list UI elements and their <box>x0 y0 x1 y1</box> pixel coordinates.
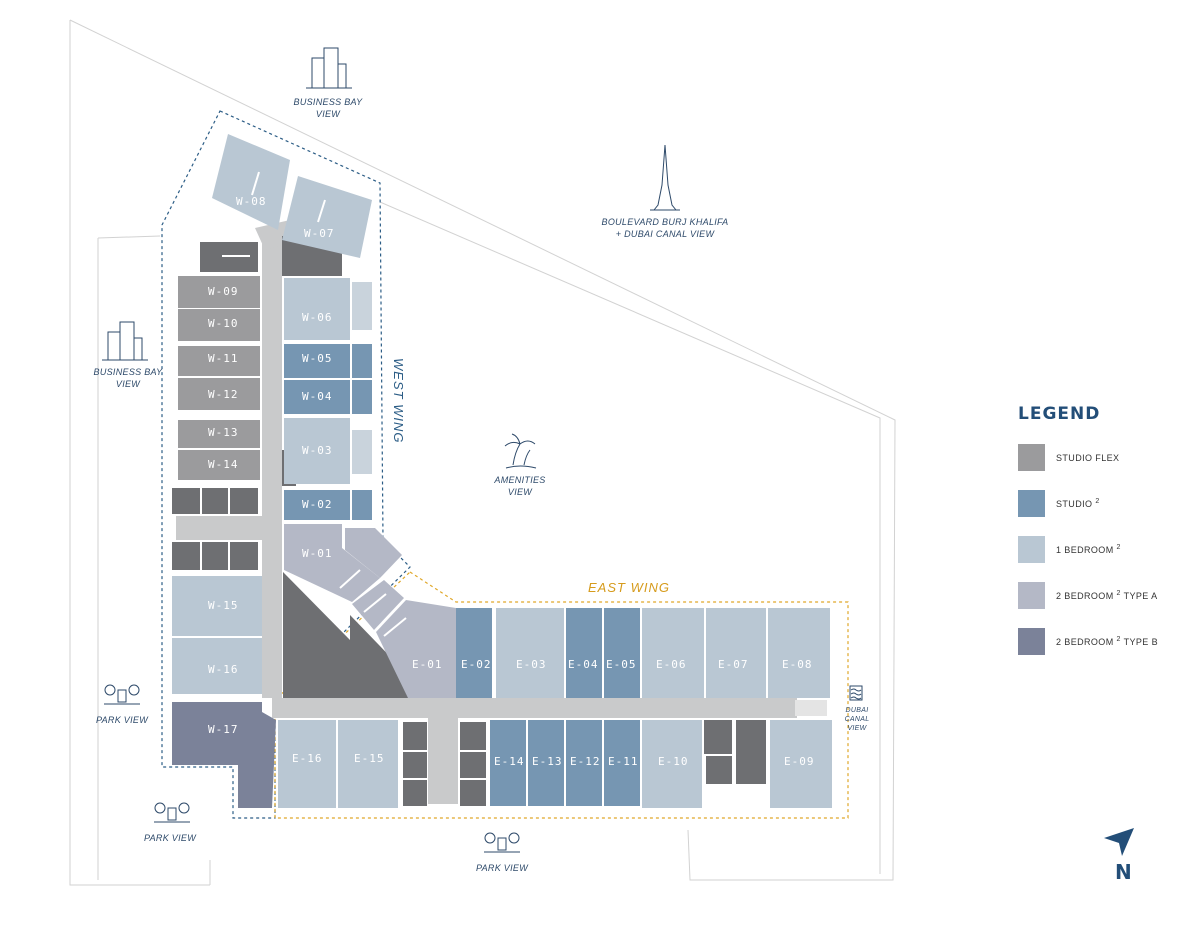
corridors <box>176 220 827 804</box>
canal-water-icon <box>849 685 863 701</box>
legend-label: STUDIO 2 <box>1056 498 1100 509</box>
legend-item: 2 BEDROOM 2 TYPE B <box>1018 628 1188 655</box>
legend-label-sup: 2 <box>1095 498 1100 505</box>
legend-label: 2 BEDROOM 2 TYPE B <box>1056 636 1158 647</box>
unit-e03: E-03 <box>516 658 547 671</box>
unit-e04: E-04 <box>568 658 599 671</box>
site-boundary <box>69 19 896 886</box>
legend-label-sup: 2 <box>1116 636 1121 643</box>
park-tree-icon-bottom <box>484 832 520 853</box>
legend-label-text: STUDIO FLEX <box>1056 452 1120 463</box>
unit-w12: W-12 <box>208 388 239 401</box>
unit-labels: W-08 W-07 W-09 W-10 W-11 W-12 W-13 W-14 … <box>208 195 815 768</box>
studio-flex-units <box>178 276 260 480</box>
service-cores <box>172 236 766 806</box>
unit-w16: W-16 <box>208 663 239 676</box>
unit-e06: E-06 <box>656 658 687 671</box>
park-view-label-bottom: PARK VIEW <box>475 863 529 873</box>
north-arrow-icon <box>1104 828 1134 856</box>
legend-title: LEGEND <box>1018 404 1101 424</box>
unit-w14: W-14 <box>208 458 239 471</box>
studio-units <box>284 344 640 806</box>
unit-e08: E-08 <box>782 658 813 671</box>
legend-item: STUDIO FLEX <box>1018 444 1188 471</box>
unit-w01: W-01 <box>302 547 333 560</box>
building-icon-left <box>102 321 148 361</box>
legend-item: STUDIO 2 <box>1018 490 1188 517</box>
unit-w02: W-02 <box>302 498 333 511</box>
legend-swatch <box>1018 536 1045 563</box>
unit-e09: E-09 <box>784 755 815 768</box>
unit-w17: W-17 <box>208 723 239 736</box>
unit-w03: W-03 <box>302 444 333 457</box>
unit-w09: W-09 <box>208 285 239 298</box>
park-view-label-left: PARK VIEW <box>95 715 149 725</box>
legend-swatch <box>1018 490 1045 517</box>
east-wing-label: EAST WING <box>588 580 670 595</box>
palm-tree-icon <box>504 433 537 469</box>
unit-w08: W-08 <box>236 195 267 208</box>
legend-swatch <box>1018 628 1045 655</box>
burj-khalifa-view-label: BOULEVARD BURJ KHALIFA + DUBAI CANAL VIE… <box>601 217 729 239</box>
legend-label: STUDIO FLEX <box>1056 453 1119 463</box>
legend-label-text: STUDIO <box>1056 499 1093 509</box>
west-wing-outline <box>161 110 411 819</box>
park-tree-icon-bottom-left <box>154 802 190 823</box>
legend-swatch <box>1018 444 1045 471</box>
legend-label-text: 2 BEDROOM <box>1056 637 1114 647</box>
unit-e10: E-10 <box>658 755 689 768</box>
unit-e16: E-16 <box>292 752 323 765</box>
north-letter: N <box>1115 860 1132 884</box>
business-bay-view-label-left: BUSINESS BAY VIEW <box>93 367 163 389</box>
unit-w05: W-05 <box>302 352 333 365</box>
balcony-marks <box>222 171 407 637</box>
unit-e07: E-07 <box>718 658 749 671</box>
unit-w07: W-07 <box>304 227 335 240</box>
unit-e12: E-12 <box>570 755 601 768</box>
west-wing-label: WEST WING <box>391 358 406 444</box>
legend-swatch <box>1018 582 1045 609</box>
legend-label-text: 1 BEDROOM <box>1056 545 1114 555</box>
legend-label-suffix: TYPE A <box>1123 591 1158 601</box>
unit-e11: E-11 <box>608 755 639 768</box>
unit-w10: W-10 <box>208 317 239 330</box>
legend-label-text: 2 BEDROOM <box>1056 591 1114 601</box>
business-bay-view-label-top: BUSINESS BAY VIEW <box>293 97 363 119</box>
building-icon <box>306 47 352 89</box>
legend-label-sup: 2 <box>1116 544 1121 551</box>
park-tree-icon-left <box>104 684 140 705</box>
legend-item: 1 BEDROOM 2 <box>1018 536 1188 563</box>
unit-e14: E-14 <box>494 755 525 768</box>
unit-w13: W-13 <box>208 426 239 439</box>
unit-e05: E-05 <box>606 658 637 671</box>
unit-e01: E-01 <box>412 658 443 671</box>
unit-w15: W-15 <box>208 599 239 612</box>
unit-e15: E-15 <box>354 752 385 765</box>
unit-e13: E-13 <box>532 755 563 768</box>
two-bedroom-type-a-units <box>284 524 456 698</box>
east-wing-outline <box>274 571 849 819</box>
legend-label: 2 BEDROOM 2 TYPE A <box>1056 590 1157 601</box>
park-view-label-bottom-left: PARK VIEW <box>143 833 197 843</box>
unit-w04: W-04 <box>302 390 333 403</box>
legend-label: 1 BEDROOM 2 <box>1056 544 1121 555</box>
dubai-canal-view-label: DUBAI CANAL VIEW <box>844 707 870 732</box>
legend-item: 2 BEDROOM 2 TYPE A <box>1018 582 1188 609</box>
legend-label-sup: 2 <box>1116 590 1121 597</box>
amenities-view-label: AMENITIES VIEW <box>494 475 546 497</box>
burj-khalifa-icon <box>650 144 680 211</box>
one-bedroom-units <box>172 134 832 808</box>
unit-w06: W-06 <box>302 311 333 324</box>
two-bedroom-type-b-unit <box>172 702 276 808</box>
legend-label-suffix: TYPE B <box>1123 637 1158 647</box>
unit-w11: W-11 <box>208 352 239 365</box>
unit-e02: E-02 <box>461 658 492 671</box>
